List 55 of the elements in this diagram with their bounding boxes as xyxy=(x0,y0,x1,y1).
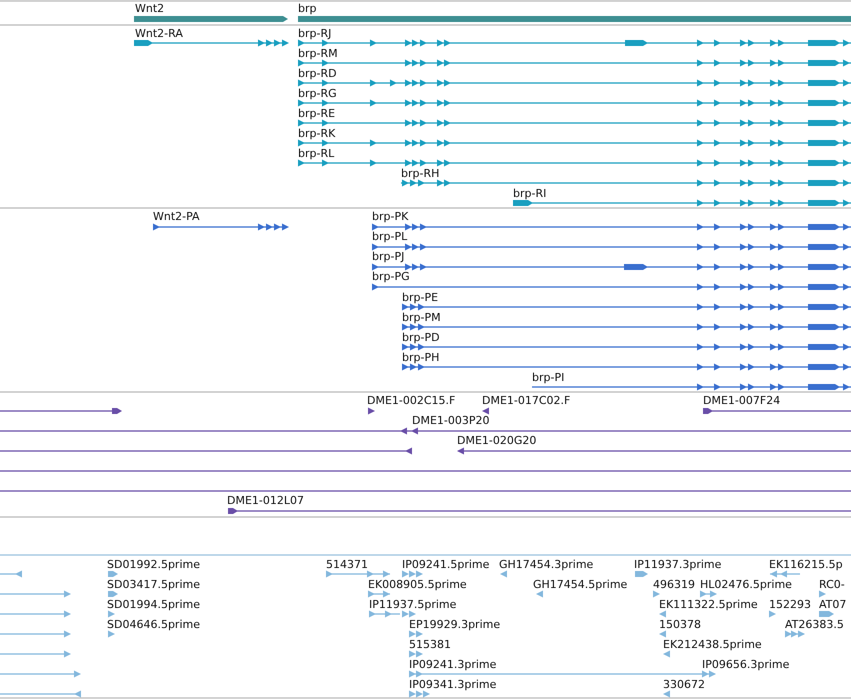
feature-label: brp-PM xyxy=(402,311,441,324)
gene-label: brp xyxy=(298,2,316,15)
feature-label: brp-PD xyxy=(402,331,440,344)
feature-label: IP09656.3prime xyxy=(702,658,790,671)
feature-label: IP11937.5prime xyxy=(369,598,456,611)
feature-label: 515381 xyxy=(409,638,451,651)
feature-label: Wnt2-RA xyxy=(135,27,183,40)
feature-label: SD04646.5prime xyxy=(107,618,200,631)
feature-label: brp-PJ xyxy=(372,250,404,263)
feature-label: Wnt2-PA xyxy=(153,210,200,223)
feature-label: brp-PL xyxy=(372,230,408,243)
feature-label: IP09241.3prime xyxy=(409,658,496,671)
feature-label: RC0- xyxy=(819,578,845,591)
feature-label: brp-RG xyxy=(298,87,337,100)
feature-label: brp-RK xyxy=(298,127,336,140)
feature-label: AT07 xyxy=(819,598,846,611)
feature-label: AT26383.5 xyxy=(785,618,844,631)
feature-label: brp-RD xyxy=(298,67,337,80)
feature-label: brp-PG xyxy=(372,270,410,283)
feature-label: brp-PI xyxy=(532,371,564,384)
feature-label: EK008905.5prime xyxy=(368,578,467,591)
feature-label: EK111322.5prime xyxy=(659,598,758,611)
feature-label: HL02476.5prime xyxy=(700,578,792,591)
feature-label: SD01992.5prime xyxy=(107,558,200,571)
feature-label: SD03417.5prime xyxy=(107,578,200,591)
feature-label: GH17454.5prime xyxy=(533,578,628,591)
feature-label: brp-RE xyxy=(298,107,336,120)
feature-label: 330672 xyxy=(663,678,705,691)
feature-label: brp-RL xyxy=(298,147,334,160)
feature-label: brp-PE xyxy=(402,291,438,304)
feature-label: IP09241.5prime xyxy=(402,558,490,571)
feature-label: EK212438.5prime xyxy=(663,638,762,651)
feature-label: brp-RH xyxy=(401,167,440,180)
feature-label: SD01994.5prime xyxy=(107,598,200,611)
feature-label: DME1-002C15.F xyxy=(367,394,456,407)
feature-label: DME1-012L07 xyxy=(227,494,304,507)
feature-label: brp-PK xyxy=(372,210,408,223)
feature-label: brp-PH xyxy=(402,351,440,364)
feature-label: IP11937.3prime xyxy=(634,558,722,571)
feature-label: 496319 xyxy=(653,578,695,591)
feature-label: brp-RM xyxy=(298,47,338,60)
feature-label: brp-RI xyxy=(513,187,546,200)
gene-label: Wnt2 xyxy=(135,2,164,15)
feature-label: GH17454.3prime xyxy=(499,558,594,571)
feature-label: 514371 xyxy=(326,558,368,571)
feature-label: DME1-017C02.F xyxy=(482,394,570,407)
feature-label: EK116215.5p xyxy=(769,558,843,571)
feature-label: IP09341.3prime xyxy=(409,678,496,691)
feature-label: brp-RJ xyxy=(298,27,332,40)
feature-label: 152293 xyxy=(769,598,811,611)
feature-label: DME1-020G20 xyxy=(457,434,536,447)
feature-label: DME1-003P20 xyxy=(412,414,490,427)
feature-label: 150378 xyxy=(659,618,701,631)
feature-label: EP19929.3prime xyxy=(409,618,500,631)
feature-label: DME1-007F24 xyxy=(703,394,780,407)
